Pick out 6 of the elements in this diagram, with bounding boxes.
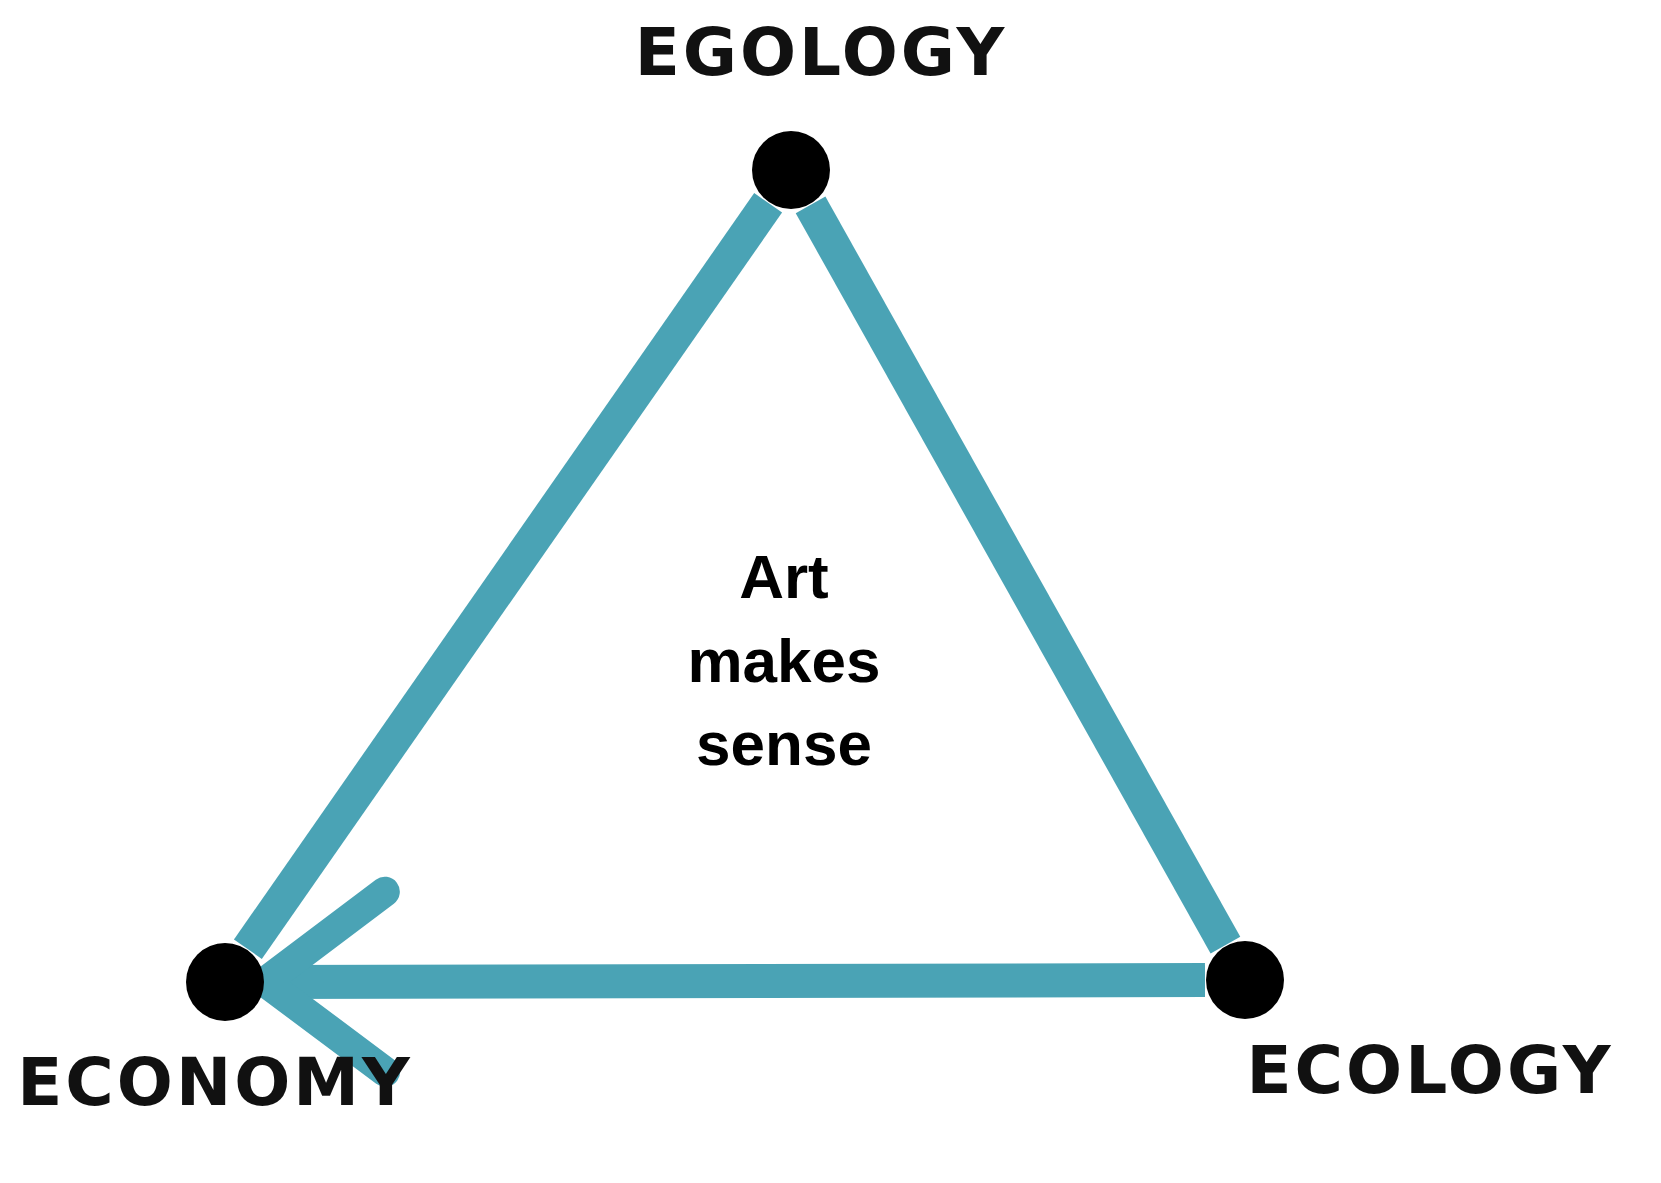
- vertex-label: EGOLOGY: [633, 20, 1009, 86]
- connector-line: [795, 196, 1241, 954]
- vertex-label: ECOLOGY: [1245, 1038, 1615, 1104]
- vertex-label: ECONOMY: [16, 1050, 414, 1116]
- center-text: Art makes sense: [686, 541, 882, 781]
- connector-line: [233, 193, 783, 959]
